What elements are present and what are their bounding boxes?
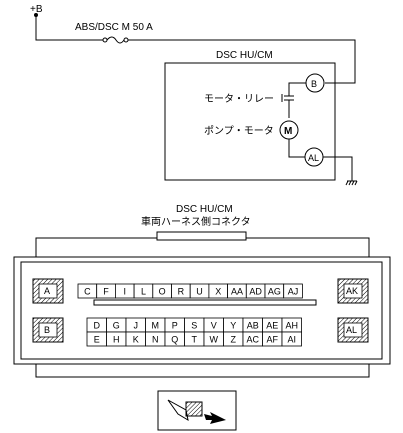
pin-label-k: K: [133, 335, 139, 345]
pin-label-h: H: [113, 335, 120, 345]
svg-text:AL: AL: [346, 325, 357, 335]
corner-pin-a: A: [32, 278, 64, 304]
pin-label-o: O: [159, 287, 166, 297]
pin-label-l: L: [141, 287, 146, 297]
fuse-label: ABS/DSC M 50 A: [75, 22, 153, 33]
motor-symbol-letter: M: [284, 126, 292, 137]
pin-label-ad: AD: [249, 287, 262, 297]
svg-text:AK: AK: [346, 286, 358, 296]
pin-label-ah: AH: [285, 321, 298, 331]
relay-contact-symbol: [281, 94, 294, 102]
pin-label-x: X: [215, 287, 221, 297]
svg-text:B: B: [44, 325, 50, 335]
connector-title-1: DSC HU/CM: [176, 204, 233, 215]
pin-label-u: U: [196, 287, 203, 297]
pin-label-ai: AI: [287, 335, 296, 345]
b-to-relay-wire: [288, 82, 306, 96]
pin-label-i: I: [123, 287, 126, 297]
pin-grid: C F I L O R U X AA AD AG AJ D G J M P S V Y AB AE AH E H K N Q T W Z AC…: [77, 283, 303, 347]
ground-icon: [345, 180, 358, 186]
unit-label: DSC HU/CM: [216, 50, 273, 61]
pin-label-z: Z: [231, 335, 237, 345]
connector-title-2: 車両ハーネス側コネクタ: [141, 215, 251, 228]
pin-label-s: S: [191, 321, 197, 331]
supply-wire: [35, 15, 103, 41]
pin-label-q: Q: [171, 335, 178, 345]
fuse-to-b-wire: [128, 39, 356, 84]
pin-label-aa: AA: [231, 287, 243, 297]
pin-label-p: P: [172, 321, 178, 331]
motor-relay-label: モータ・リレー: [204, 93, 274, 105]
corner-pin-b: B: [32, 317, 64, 343]
pin-cell-ai: [281, 331, 302, 347]
fuse-symbol: [102, 36, 129, 44]
pin-label-n: N: [152, 335, 159, 345]
corner-pin-ak: AK: [337, 278, 369, 304]
terminal-b-label: B: [311, 79, 317, 89]
terminal-al-label: AL: [308, 153, 319, 163]
pin-label-w: W: [210, 335, 219, 345]
svg-text:A: A: [44, 286, 50, 296]
pin-label-e: E: [94, 335, 100, 345]
motor-to-al-wire: [288, 139, 305, 158]
pin-label-j: J: [134, 321, 139, 331]
pin-label-ac: AC: [246, 335, 259, 345]
pin-label-g: G: [113, 321, 120, 331]
pin-label-af: AF: [266, 335, 278, 345]
pin-label-aj: AJ: [288, 287, 299, 297]
pin-label-t: T: [192, 335, 198, 345]
supply-label: +B: [30, 4, 43, 15]
connector-view-icon: [157, 390, 237, 431]
corner-pin-al: AL: [337, 317, 369, 343]
pin-label-f: F: [103, 287, 109, 297]
dsc-unit-box: [164, 62, 336, 181]
al-to-ground-wire: [323, 156, 353, 181]
pin-label-m: M: [152, 321, 160, 331]
pin-label-ag: AG: [268, 287, 281, 297]
pin-label-r: R: [178, 287, 185, 297]
pin-label-y: Y: [230, 321, 236, 331]
pin-label-v: V: [211, 321, 217, 331]
connector-rib: [93, 299, 317, 306]
pin-label-c: C: [84, 287, 91, 297]
pin-label-ab: AB: [247, 321, 259, 331]
pin-label-ae: AE: [266, 321, 278, 331]
pin-cell-aj: [283, 283, 303, 299]
pin-label-d: D: [94, 321, 101, 331]
pump-motor-label: ポンプ・モータ: [204, 125, 274, 137]
